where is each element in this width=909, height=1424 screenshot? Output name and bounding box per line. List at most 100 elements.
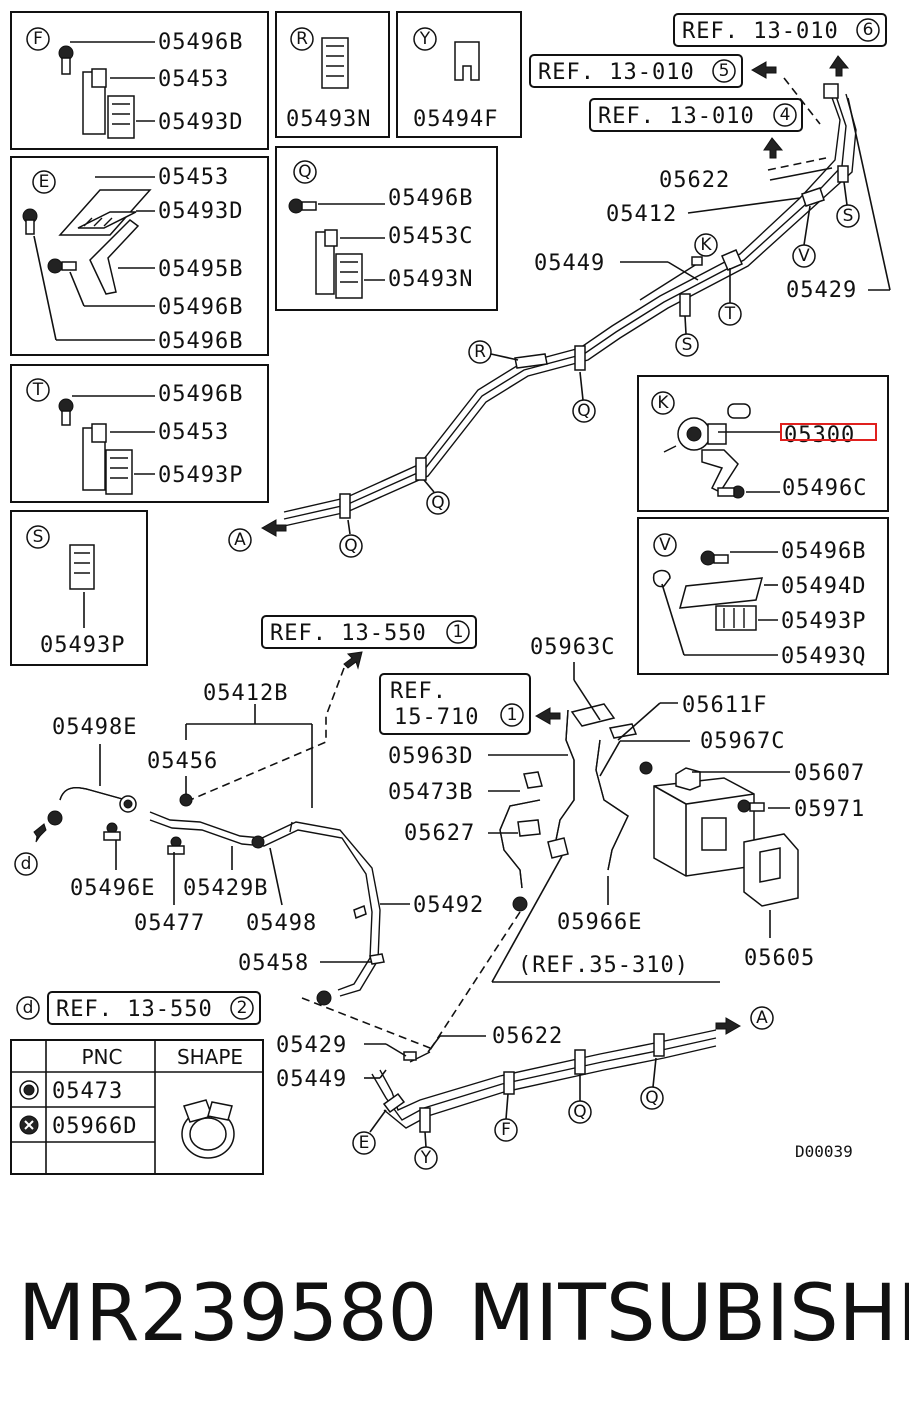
svg-text:F: F [501,1120,511,1140]
detail-box-t: T 05496B 05453 05493P [10,364,269,503]
label-05496c: 05496C [782,476,867,501]
label-05605: 05605 [744,946,815,971]
label-05477: 05477 [134,911,205,936]
label-05967c: 05967C [700,729,785,754]
table-header-shape: SHAPE [177,1045,243,1069]
svg-text:S: S [682,335,693,355]
label-05607: 05607 [794,761,865,786]
label-05449: 05449 [534,251,605,276]
label-05494d: 05494D [781,574,866,599]
label-05963d: 05963D [388,744,473,769]
svg-text:A: A [234,530,246,550]
svg-text:5: 5 [719,61,730,81]
svg-text:R: R [474,342,486,362]
ref-arrows-top [750,55,850,171]
fuel-pipe-assembly-upper [260,83,857,537]
ref-35-310: (REF.35-310) [518,953,689,978]
table-header-pnc: PNC [82,1045,123,1069]
svg-text:A: A [756,1008,768,1028]
label-05429: 05429 [786,278,857,303]
hose-clamp-icon [181,1099,235,1159]
label-05493q: 05493Q [781,644,866,669]
vapor-hose-assembly-left [33,787,431,1049]
svg-text:REF.: REF. [390,679,447,704]
letter-q: Q [298,162,311,182]
label-05412: 05412 [606,202,677,227]
letter-s: S [33,527,44,547]
label-05412b: 05412B [203,681,288,706]
letter-f: F [33,29,43,49]
svg-text:REF. 13-010: REF. 13-010 [598,104,755,129]
label-05496b: 05496B [388,186,473,211]
label-05458: 05458 [238,951,309,976]
callouts-canister: 05963C 05611F 05963D 05967C 05473B 05607… [388,635,865,983]
detail-box-r: R 05493N [275,11,390,138]
ref-13-010-4: REF. 13-010 4 [589,98,803,132]
svg-text:E: E [359,1133,370,1153]
label-05495b: 05495B [158,257,243,282]
detail-box-v: V 05496B 05494D 05493P 05493Q [637,517,889,675]
svg-text:REF. 13-010: REF. 13-010 [682,19,839,44]
footer-brand: MITSUBISHI [468,1269,909,1359]
label-05429: 05429 [276,1033,347,1058]
label-05496b: 05496B [158,329,243,354]
label-05622: 05622 [659,168,730,193]
label-05627: 05627 [404,821,475,846]
svg-text:Q: Q [577,401,590,421]
label-05493p: 05493P [40,633,125,658]
detail-box-s: S 05493P [10,510,148,666]
label-05963c: 05963C [530,635,615,660]
callouts-upper: A Q Q R Q S K T V S 05622 05412 05449 05… [228,97,891,558]
table-row-05966d: 05966D [52,1114,137,1139]
letter-v: V [659,535,671,555]
label-05498: 05498 [246,911,317,936]
fuel-pipe-assembly-lower [371,1017,742,1133]
svg-text:6: 6 [863,20,874,40]
label-05622: 05622 [492,1024,563,1049]
detail-box-y: Y 05494F [396,11,522,138]
callouts-lower-left: d 05412B 05498E 05456 05496E 05429B 0547… [14,681,484,976]
ref-13-550-1: REF. 13-550 1 [189,615,477,801]
table-row-05473: 05473 [52,1079,123,1104]
label-05494f: 05494F [413,107,498,132]
letter-k: K [657,393,669,413]
svg-text:Q: Q [645,1088,658,1108]
label-05492: 05492 [413,893,484,918]
label-05493p: 05493P [781,609,866,634]
ref-15-710-1: REF. 15-710 1 [379,673,561,735]
svg-text:15-710: 15-710 [394,705,479,730]
label-05300: 05300 [784,423,855,448]
svg-text:1: 1 [507,705,518,725]
label-05493p: 05493P [158,463,243,488]
svg-text:REF. 13-010: REF. 13-010 [538,60,695,85]
svg-text:2: 2 [237,998,248,1018]
highlight-05300 [780,423,877,441]
detail-box-k: K 05300 05496C [637,375,889,512]
label-05473b: 05473B [388,780,473,805]
label-05493n: 05493N [286,107,371,132]
svg-text:V: V [798,246,810,266]
label-05453: 05453 [158,165,229,190]
svg-text:Q: Q [344,536,357,556]
label-05496b: 05496B [781,539,866,564]
pnc-shape-table: PNC SHAPE 05473 05966D [10,1039,264,1175]
footer: MR239580 MITSUBISHI [18,1269,909,1359]
svg-text:T: T [724,304,736,324]
label-05496b: 05496B [158,382,243,407]
svg-text:4: 4 [780,105,791,125]
svg-text:Y: Y [420,1148,432,1168]
label-05453c: 05453C [388,224,473,249]
svg-text:Q: Q [431,493,444,513]
canister-assembly [429,703,799,1051]
svg-text:1: 1 [453,622,464,642]
label-05493d: 05493D [158,199,243,224]
label-05453: 05453 [158,420,229,445]
letter-e: E [39,172,50,192]
detail-box-e: E 05453 05493D 05495B 05496B 05496B [10,156,269,356]
label-05498e: 05498E [52,715,137,740]
diagram-code: D00039 [795,1142,853,1161]
label-05449: 05449 [276,1067,347,1092]
label-05493n: 05493N [388,267,473,292]
label-05429b: 05429B [183,876,268,901]
